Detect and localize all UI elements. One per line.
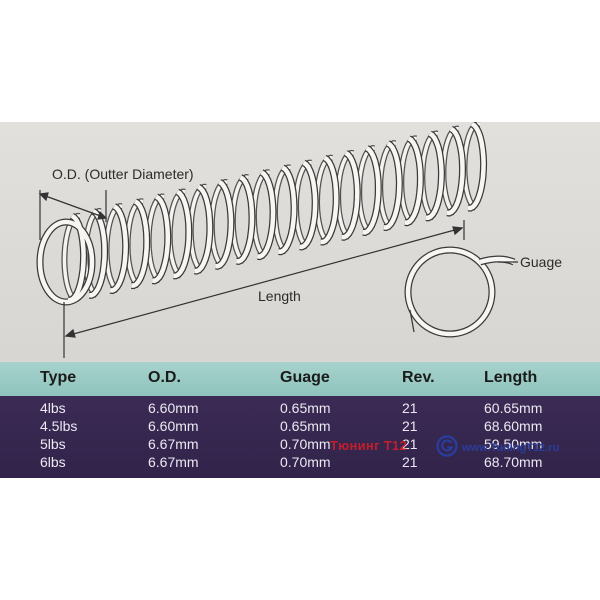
spring-coil [131, 199, 149, 288]
cell-rev: 21 [402, 436, 418, 452]
spring-coil [173, 189, 192, 279]
spring-coil [383, 141, 402, 230]
table-row: 6lbs 6.67mm 0.70mm 21 68.70mm [0, 454, 600, 472]
watermark-logo-icon [436, 435, 458, 457]
cell-length: 68.60mm [484, 418, 543, 434]
cell-guage: 0.70mm [280, 454, 331, 470]
spring-diagram [36, 122, 518, 358]
spring-coil [320, 155, 339, 245]
spring-coil [109, 204, 128, 293]
spring-coil [425, 131, 444, 221]
cell-guage: 0.65mm [280, 400, 331, 416]
spring-coil [341, 151, 360, 240]
outer-diameter-label: O.D. (Outter Diameter) [52, 166, 194, 182]
cell-length: 68.70mm [484, 454, 543, 470]
cell-rev: 21 [402, 400, 418, 416]
cell-length: 59.50mm [484, 436, 543, 452]
table-header-row: Type O.D. Guage Rev. Length [0, 362, 600, 396]
spring-coil [152, 194, 171, 284]
spring-coil [236, 175, 255, 264]
spring-coil [362, 146, 381, 235]
cell-length: 60.65mm [484, 400, 543, 416]
cell-guage: 0.65mm [280, 418, 331, 434]
table-row: 4.5lbs 6.60mm 0.65mm 21 68.60mm [0, 418, 600, 436]
header-length: Length [484, 369, 538, 386]
header-guage: Guage [280, 369, 330, 386]
spring-coil [446, 126, 465, 216]
watermark-url: www.TuningT12.ru [462, 442, 560, 454]
spring-coil [467, 122, 486, 211]
table-body: 4lbs 6.60mm 0.65mm 21 60.65mm 4.5lbs 6.6… [0, 396, 600, 478]
spring-coil [299, 160, 318, 250]
guage-label: Guage [520, 254, 563, 270]
wire-cross-section [404, 246, 518, 338]
cell-type: 6lbs [40, 454, 66, 470]
table-row: 5lbs 6.67mm 0.70mm 21 59.50mm [0, 436, 600, 454]
spring-coil [278, 165, 297, 254]
cell-type: 4.5lbs [40, 418, 78, 434]
cell-od: 6.60mm [148, 400, 199, 416]
cell-rev: 21 [402, 418, 418, 434]
watermark-text: Тюнинг Т12 [330, 438, 407, 453]
cell-od: 6.67mm [148, 454, 199, 470]
cell-od: 6.60mm [148, 418, 199, 434]
spring-coil [67, 214, 86, 303]
spring-end-coil [37, 219, 95, 305]
header-rev: Rev. [402, 369, 435, 386]
spring-coil [257, 170, 276, 259]
cell-guage: 0.70mm [280, 436, 331, 452]
cell-rev: 21 [402, 454, 418, 470]
table-row: 4lbs 6.60mm 0.65mm 21 60.65mm [0, 400, 600, 418]
spring-coil [404, 136, 423, 225]
diagram-panel: O.D. (Outter Diameter) Length Guage Type… [0, 122, 600, 478]
cell-od: 6.67mm [148, 436, 199, 452]
length-dimension [63, 220, 465, 358]
cell-type: 5lbs [40, 436, 66, 452]
cell-type: 4lbs [40, 400, 66, 416]
spring-coil [194, 185, 213, 274]
outer-diameter-dimension [38, 190, 108, 240]
header-od: O.D. [148, 369, 181, 386]
length-label: Length [258, 288, 301, 304]
header-type: Type [40, 369, 77, 386]
spring-coil [215, 180, 234, 269]
